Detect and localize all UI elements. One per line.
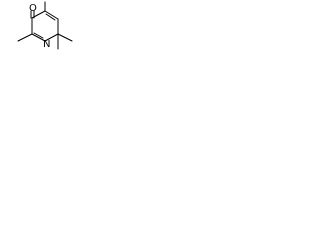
- oxygen-label: O: [29, 3, 37, 14]
- bond-c4-c5: [44, 10, 59, 20]
- bond-c6-n1: [44, 33, 59, 42]
- double-bond-n1-c2-inner: [33, 32, 44, 39]
- bond-lines: [17, 1, 73, 50]
- methyl-c6-right: [57, 33, 73, 42]
- methyl-c2: [17, 33, 33, 42]
- bond-n1-c2: [31, 33, 46, 42]
- structure-diagram-canvas: O N: [0, 0, 77, 64]
- nitrogen-label: N: [43, 39, 50, 50]
- double-bond-c4-c5-inner: [45, 13, 56, 21]
- chemical-structure: O N: [17, 1, 73, 50]
- atom-labels: O N: [29, 3, 50, 50]
